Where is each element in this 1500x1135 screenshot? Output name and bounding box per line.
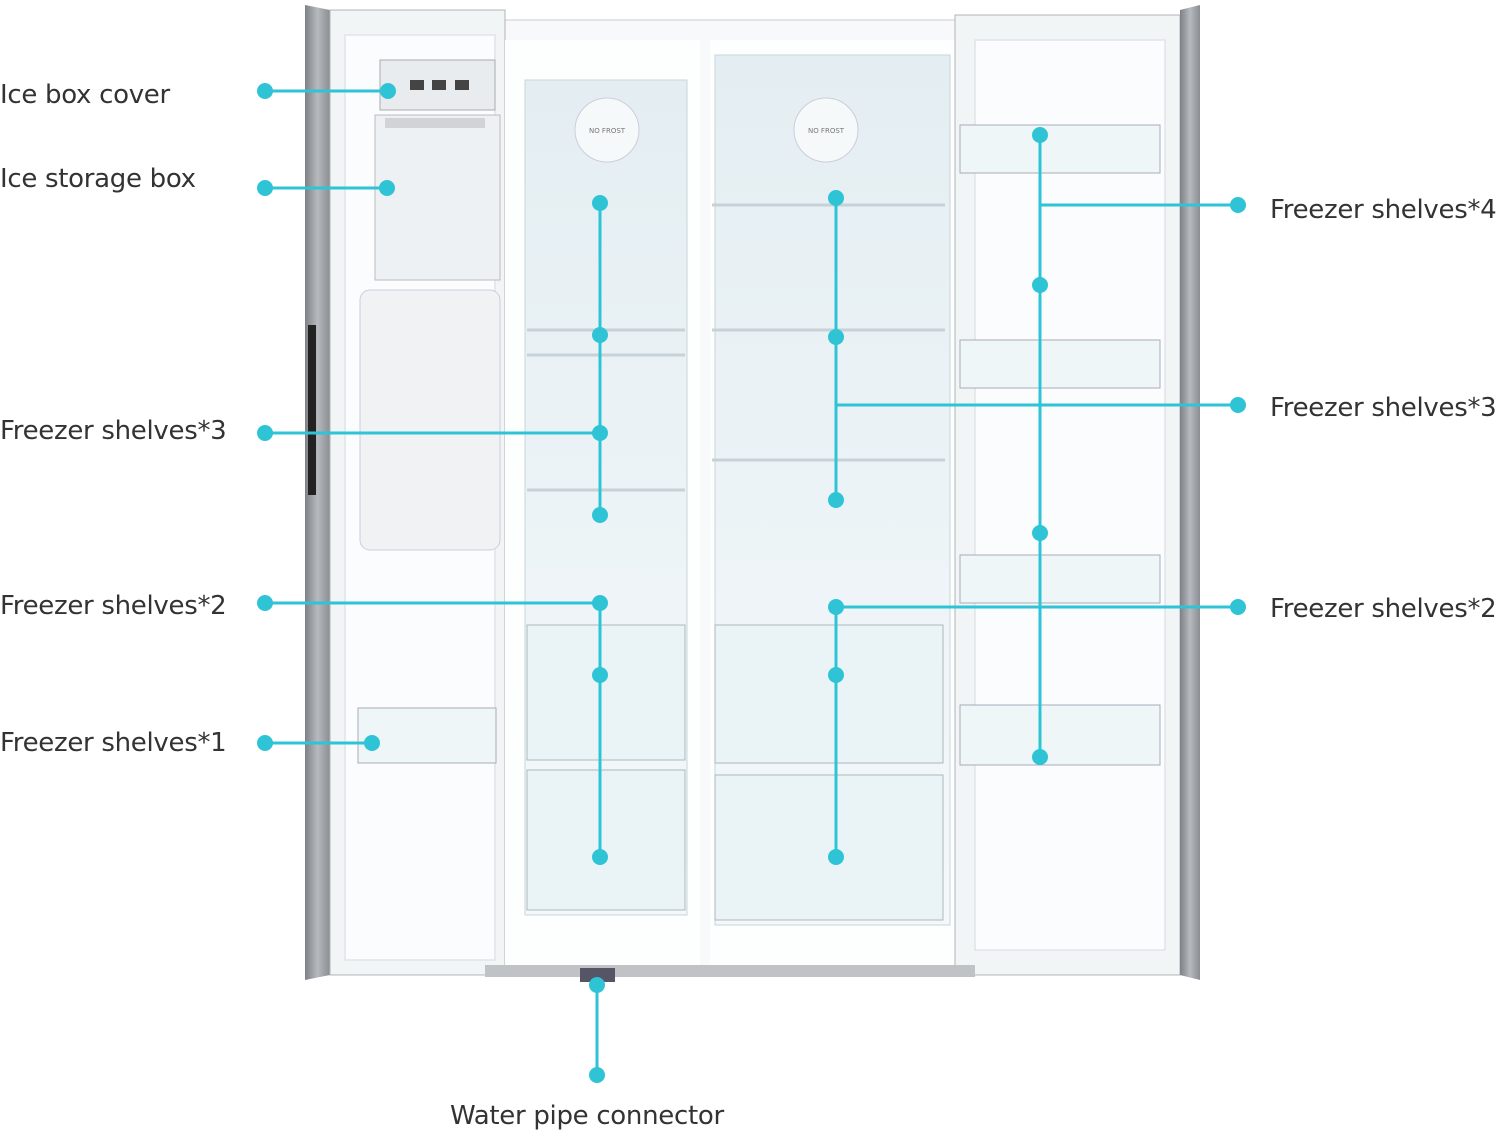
fan-logo: NO FROST xyxy=(808,127,845,135)
freezer-compartment: NO FROST xyxy=(505,40,700,970)
callout-dot xyxy=(379,180,395,196)
callout-dot xyxy=(1032,749,1048,765)
callout-dot xyxy=(589,1067,605,1083)
callout-dot xyxy=(592,195,608,211)
callout-dot xyxy=(592,425,608,441)
callout-dot xyxy=(828,492,844,508)
door-bin xyxy=(959,339,1161,389)
callout-dot xyxy=(592,667,608,683)
left-door xyxy=(305,5,506,980)
label-right-freezer-shelves-4: Freezer shelves*4 xyxy=(1270,195,1497,225)
right-door xyxy=(954,5,1200,980)
label-left-freezer-shelves-2: Freezer shelves*2 xyxy=(0,591,227,621)
callout-dot xyxy=(257,180,273,196)
callout-dot xyxy=(1032,277,1048,293)
ice-storage-box xyxy=(374,114,501,281)
callout-dot xyxy=(828,667,844,683)
door-bin xyxy=(959,704,1161,766)
callout-lines xyxy=(257,83,1246,1083)
callout-dot xyxy=(257,425,273,441)
callout-dot xyxy=(1032,525,1048,541)
callout-dot xyxy=(257,735,273,751)
callout-dot xyxy=(592,327,608,343)
callout-dot xyxy=(592,849,608,865)
callout-dot xyxy=(257,83,273,99)
callout-dot xyxy=(589,977,605,993)
door-bin xyxy=(357,707,497,764)
label-left-freezer-shelves-1: Freezer shelves*1 xyxy=(0,728,227,758)
callout-dot xyxy=(592,595,608,611)
callout-dot xyxy=(1032,127,1048,143)
label-ice-box-cover: Ice box cover xyxy=(0,80,170,110)
label-water-pipe-connector: Water pipe connector xyxy=(450,1101,724,1131)
callout-dot xyxy=(828,599,844,615)
water-pipe-connector xyxy=(580,968,615,982)
dispenser-chute xyxy=(359,289,501,551)
callout-dot xyxy=(828,190,844,206)
door-bin xyxy=(959,554,1161,604)
door-bin xyxy=(959,124,1161,174)
callout-dot xyxy=(1230,599,1246,615)
label-left-freezer-shelves-3: Freezer shelves*3 xyxy=(0,416,227,446)
callout-dot xyxy=(1230,397,1246,413)
label-ice-storage-box: Ice storage box xyxy=(0,164,196,194)
label-right-freezer-shelves-3: Freezer shelves*3 xyxy=(1270,393,1497,423)
callout-dot xyxy=(364,735,380,751)
freezer-drawer-upper xyxy=(526,624,686,761)
fan-logo: NO FROST xyxy=(589,127,626,135)
crisper-upper xyxy=(714,624,944,764)
callout-dot xyxy=(592,507,608,523)
ice-box-cover xyxy=(379,59,496,111)
callout-dot xyxy=(380,83,396,99)
label-right-freezer-shelves-2: Freezer shelves*2 xyxy=(1270,594,1497,624)
callout-dot xyxy=(257,595,273,611)
crisper-lower xyxy=(714,774,944,921)
callout-dot xyxy=(828,329,844,345)
base-frame xyxy=(485,965,975,977)
callout-dot xyxy=(828,849,844,865)
callout-dot xyxy=(1230,197,1246,213)
freezer-drawer-lower xyxy=(526,769,686,911)
